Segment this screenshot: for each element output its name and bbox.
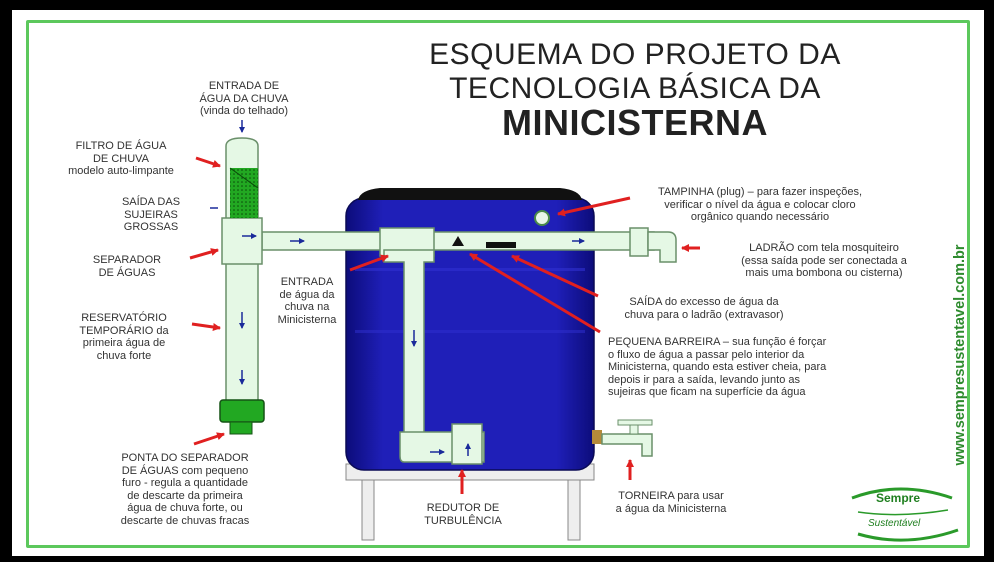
plug-icon	[534, 210, 550, 226]
horizontal-pipe	[261, 227, 677, 263]
website-url: www.sempresustentavel.com.br	[952, 244, 968, 466]
label-ladrao: LADRÃO com tela mosquiteiro(essa saída p…	[741, 242, 907, 279]
flow-arrows	[239, 120, 585, 456]
green-border	[26, 20, 970, 548]
separator-pipe	[219, 137, 265, 435]
title-line-2: TECNOLOGIA BÁSICA DA	[449, 72, 821, 105]
title-line-3: MINICISTERNA	[502, 102, 768, 143]
label-tampinha: TAMPINHA (plug) – para fazer inspeções,v…	[658, 186, 862, 223]
tap-icon	[592, 419, 653, 457]
title-line-1: ESQUEMA DO PROJETO DA	[429, 38, 841, 71]
logo-word-sustentavel: Sustentável	[868, 518, 921, 529]
logo-word-sempre: Sempre	[876, 491, 921, 505]
pointer-arrows	[189, 156, 700, 494]
